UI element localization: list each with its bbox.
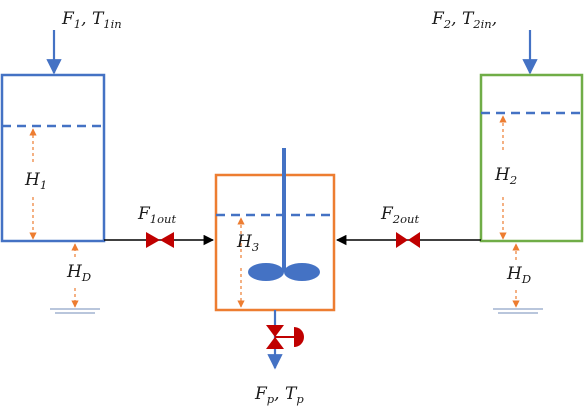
f1out-label: F1out <box>137 204 176 226</box>
h3-label: H3 <box>236 232 259 254</box>
agitator-icon <box>248 148 320 281</box>
valve-f1out-icon <box>146 232 174 248</box>
hd-left-label: HD <box>66 262 91 284</box>
h2-label: H2 <box>494 165 517 187</box>
h1-label: H1 <box>24 170 47 192</box>
ground-left <box>50 308 100 314</box>
mixing-tank <box>214 173 336 312</box>
inlet-1-label: F1, T1in <box>61 9 122 31</box>
control-valve-icon <box>266 325 304 349</box>
f2out-label: F2out <box>380 204 419 226</box>
hd-right-label: HD <box>506 264 531 286</box>
inlet-2-label: F2, T2in, <box>431 9 497 31</box>
valve-f2out-icon <box>396 232 420 248</box>
product-label: Fp, Tp <box>254 384 304 406</box>
tank-1 <box>0 73 106 243</box>
ground-right <box>493 308 543 314</box>
tank-2 <box>479 73 584 243</box>
